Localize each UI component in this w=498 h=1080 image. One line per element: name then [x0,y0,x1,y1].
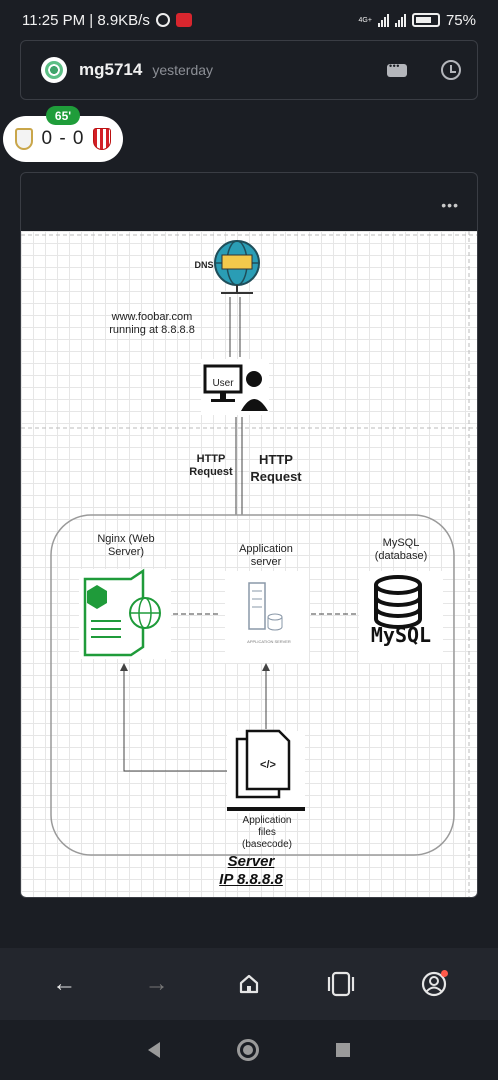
profile-icon [421,971,446,997]
away-team-crest-icon [93,128,111,150]
application-files-icon [227,729,305,813]
app-server-line2: server [250,556,282,568]
files-line3: (basecode) [241,839,293,850]
post-header: mg5714 yesterday [20,40,478,100]
server-title-line: Server [227,853,275,870]
user-label: User [212,378,234,389]
domain-note-line2: running at 8.8.8.8 [109,324,195,336]
network-type: 4G+ [358,16,372,24]
nginx-icon [79,568,171,659]
code-tag: </> [260,759,276,771]
files-line1: Application [242,815,292,826]
http-request-label-large: HTTP Request [243,451,309,485]
app-notification-icon [175,13,192,27]
history-icon[interactable] [441,60,461,80]
score-text: 0 - 0 [41,128,85,149]
tabs-button[interactable] [321,964,361,1004]
match-minute-badge: 65' [46,106,80,125]
domain-note-line1: www.foobar.com [111,311,193,323]
home-button[interactable] [229,964,269,1004]
system-navigation-bar [0,1020,498,1080]
content-card: ••• [20,172,478,898]
back-arrow-icon: ← [52,970,77,997]
mysql-line2: (database) [374,550,428,562]
more-options-icon[interactable] [387,61,407,77]
dns-globe-icon [214,240,260,294]
server-title: Server IP 8.8.8.8 [191,853,311,889]
back-button[interactable]: ← [44,964,84,1004]
http-request-label-small: HTTP Request [181,453,241,479]
home-icon [239,974,259,994]
status-left: 11:25 PM | 8.9KB/s [22,12,192,29]
dns-label: DNS [194,260,214,270]
alarm-icon [155,13,170,27]
mysql-logo: MySQL [370,623,432,647]
application-files-label: Application files (basecode) [217,815,317,851]
forward-button[interactable]: → [137,964,177,1004]
post-time: yesterday [152,62,214,78]
notification-dot [440,970,448,977]
status-right: 4G+ 75% [359,12,476,29]
card-topbar: ••• [21,173,477,231]
battery-level: 75% [445,11,476,29]
server-ip-line: IP 8.8.8.8 [219,871,283,888]
tabs-icon [328,971,355,997]
system-back-icon[interactable] [148,1042,161,1058]
forward-arrow-icon: → [144,970,169,997]
http-small-line1: HTTP [196,453,226,465]
header-actions [387,60,461,80]
application-server-label: Application server [221,543,311,569]
http-big-line2: Request [250,469,302,484]
mysql-line1: MySQL [382,537,420,549]
username[interactable]: mg5714 [79,60,143,79]
system-home-icon[interactable] [236,1039,259,1061]
battery-icon [411,13,440,27]
app-server-caption: APPLICATION SERVER [247,639,291,644]
domain-note: www.foobar.com running at 8.8.8.8 [97,311,207,337]
files-nginx-arrow [123,667,227,772]
profile-button[interactable] [414,964,454,1004]
bottom-navigation-bar: ← → [0,948,498,1020]
application-server-icon [225,571,309,663]
time-speed: 11:25 PM | 8.9KB/s [22,11,150,29]
home-team-crest-icon [15,128,33,150]
system-recents-icon[interactable] [335,1043,350,1057]
server-container [50,514,455,856]
files-line2: files [258,827,276,838]
nginx-line2: Server) [107,546,145,558]
nginx-line1: Nginx (Web [97,533,155,545]
card-menu-icon[interactable]: ••• [441,197,459,213]
user-icon [201,359,269,415]
mysql-database-icon [359,571,443,663]
app-server-line1: Application [239,543,293,555]
avatar[interactable] [41,57,67,83]
http-small-line2: Request [189,466,233,478]
architecture-diagram-image[interactable]: DNS www.foobar.com running at 8.8.8.8 Us… [21,231,477,897]
status-bar: 11:25 PM | 8.9KB/s 4G+ 75% [0,0,498,40]
diagram-graphics [21,231,477,897]
signal-icon [377,13,389,27]
nginx-label: Nginx (Web Server) [81,533,171,559]
signal-icon-2 [394,13,406,27]
mysql-label: MySQL (database) [357,537,445,563]
http-big-line1: HTTP [259,452,293,467]
